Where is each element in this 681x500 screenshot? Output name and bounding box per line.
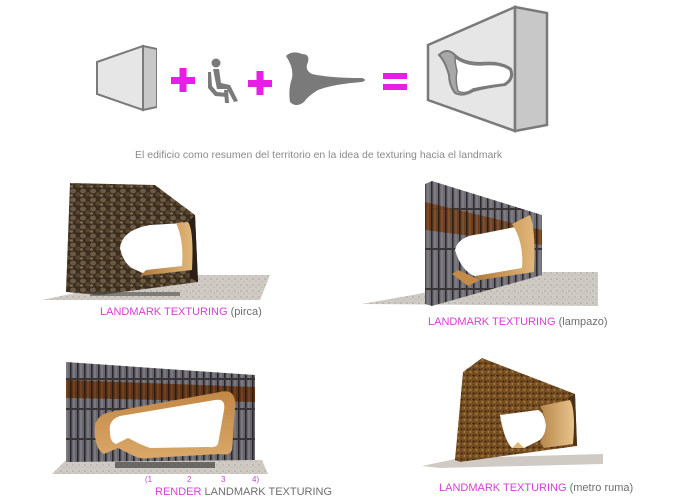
- caption-detail: (pirca): [227, 306, 262, 318]
- caption-highlight: LANDMARK TEXTURING: [439, 482, 567, 494]
- box-volume-icon: [96, 44, 157, 112]
- plus-operator-icon: [248, 71, 272, 95]
- diagram-subtitle: El edificio como resumen del territorio …: [135, 149, 503, 161]
- marker-3: 3: [221, 475, 226, 484]
- equals-operator-icon: [383, 73, 407, 90]
- marker-4: 4): [252, 475, 260, 484]
- marker-2: 2: [187, 475, 192, 484]
- caption-highlight: RENDER: [155, 486, 202, 498]
- render-caption: LANDMARK TEXTURING (pirca): [100, 306, 262, 318]
- equation-row: [0, 0, 681, 140]
- plus-operator-icon: [171, 68, 195, 92]
- territory-shape-icon: [286, 52, 365, 105]
- render-lampazo: LANDMARK TEXTURING (lampazo): [340, 170, 681, 340]
- render-caption: LANDMARK TEXTURING (metro ruma): [439, 482, 633, 494]
- caption-detail: LANDMARK TEXTURING: [201, 486, 333, 498]
- render-caption: RENDER LANDMARK TEXTURING: [155, 486, 332, 498]
- landmark-render-front: [52, 362, 268, 474]
- render-pirca: LANDMARK TEXTURING (pirca): [0, 170, 340, 330]
- landmark-render-cork: [422, 358, 603, 468]
- render-metro-ruma: LANDMARK TEXTURING (metro ruma): [400, 350, 681, 500]
- render-front-elevation: (1 2 3 4) RENDER LANDMARK TEXTURING: [0, 350, 360, 500]
- marker-1: (1: [145, 475, 153, 484]
- caption-highlight: LANDMARK TEXTURING: [100, 306, 228, 318]
- landmark-render-stone: [42, 183, 270, 300]
- seated-person-icon: [208, 58, 238, 103]
- render-caption: LANDMARK TEXTURING (lampazo): [428, 316, 608, 328]
- carved-volume-icon: [426, 5, 549, 133]
- caption-detail: (metro ruma): [566, 482, 634, 494]
- landmark-render-wood: [362, 181, 598, 306]
- caption-highlight: LANDMARK TEXTURING: [428, 316, 556, 328]
- caption-detail: (lampazo): [555, 316, 608, 328]
